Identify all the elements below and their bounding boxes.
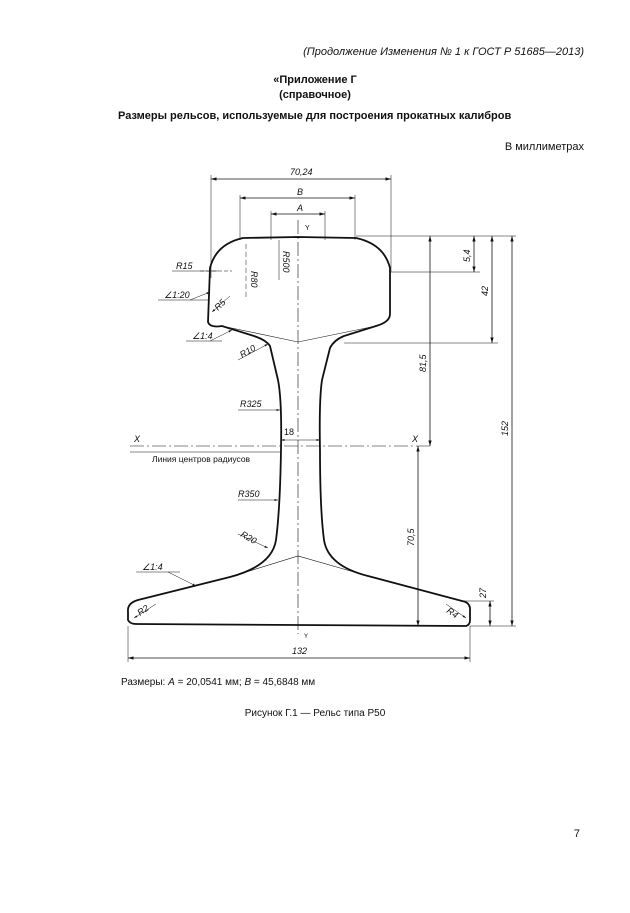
label-r-neck-upper: R10 xyxy=(238,343,257,360)
leader-slope-under-head-arrow xyxy=(209,329,233,342)
label-dim-head-height: 42 xyxy=(480,286,490,296)
label-center-line: Линия центров радиусов xyxy=(152,454,251,464)
label-slope-foot: ∠1:4 xyxy=(142,562,163,572)
sizes-note: Размеры: A = 20,0541 мм; B = 45,6848 мм xyxy=(121,677,315,688)
label-axis-x-right: X xyxy=(411,434,419,444)
label-dim-b: B xyxy=(297,187,303,197)
label-r-web-upper: R325 xyxy=(240,399,263,409)
label-dim-upper: 81,5 xyxy=(418,353,428,372)
label-dim-lower: 70,5 xyxy=(406,527,416,546)
appendix-title: «Приложение Г xyxy=(273,74,357,86)
label-axis-y-top: Y xyxy=(305,225,310,232)
label-slope-head: ∠1:20 xyxy=(164,290,190,300)
section-title: Размеры рельсов, используемые для постро… xyxy=(118,110,512,122)
sizes-note-b-symbol: B xyxy=(244,677,252,688)
leader-slope-head-arrow xyxy=(189,291,211,301)
label-dim-foot-width: 132 xyxy=(292,646,307,656)
sizes-note-prefix: Размеры: xyxy=(121,677,169,688)
label-r-head-top: R500 xyxy=(281,251,291,273)
label-r-web-lower: R350 xyxy=(238,489,260,499)
running-header: (Продолжение Изменения № 1 к ГОСТ Р 5168… xyxy=(303,46,584,58)
label-r-foot-right: R4 xyxy=(445,605,460,620)
appendix-subtitle: (справочное) xyxy=(279,89,351,101)
label-dim-foot-edge: 27 xyxy=(478,587,488,599)
page-number: 7 xyxy=(573,828,580,840)
units-note: В миллиметрах xyxy=(504,141,584,153)
sizes-note-a-symbol: A xyxy=(168,677,175,688)
label-r-fillet: R5 xyxy=(212,297,228,313)
leader-r20 xyxy=(237,533,269,549)
leader-slope-foot-arrow xyxy=(167,571,197,587)
label-dim-head-thin: 5,4 xyxy=(462,249,472,262)
label-dim-total-height: 152 xyxy=(500,421,510,436)
rail-profile-outline xyxy=(127,236,471,627)
label-dim-top-width: 70,24 xyxy=(290,167,313,177)
label-r-head-side: R80 xyxy=(249,271,259,288)
label-r-corner: R15 xyxy=(176,261,194,271)
label-r-neck-lower: R20 xyxy=(239,529,258,546)
leader-r10 xyxy=(237,343,269,361)
label-dim-web: 18 xyxy=(284,427,294,437)
sizes-note-b-value: = 45,6848 мм xyxy=(251,677,316,688)
appendix-heading: «Приложение Г (справочное) xyxy=(0,73,630,103)
leader-r4 xyxy=(445,603,467,619)
label-slope-under-head: ∠1:4 xyxy=(192,331,213,341)
leader-r2 xyxy=(133,603,157,619)
leader-r5 xyxy=(211,295,231,313)
foot-chevron xyxy=(229,555,369,578)
label-axis-y-bottom: Y xyxy=(304,634,308,640)
label-dim-a: A xyxy=(296,203,303,213)
label-axis-x-left: X xyxy=(133,434,141,444)
figure-caption: Рисунок Г.1 — Рельс типа Р50 xyxy=(244,708,386,719)
sizes-note-a-value: = 20,0541 мм; xyxy=(174,677,245,688)
